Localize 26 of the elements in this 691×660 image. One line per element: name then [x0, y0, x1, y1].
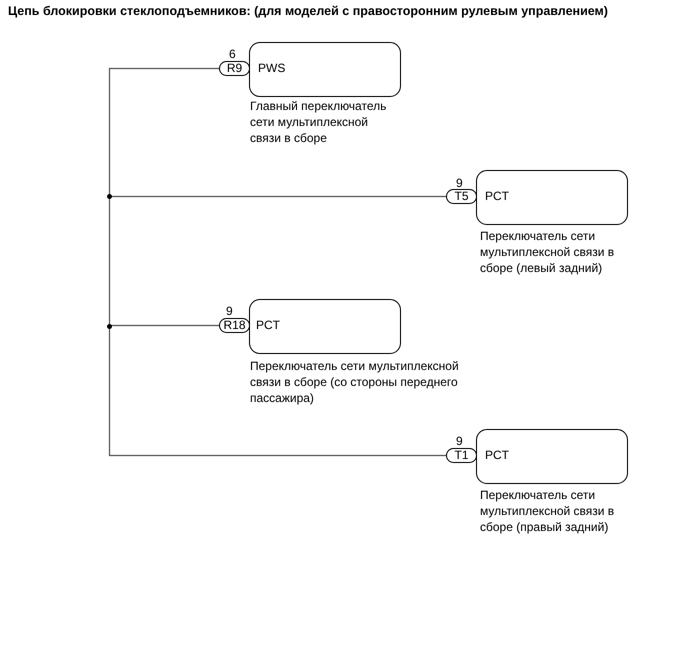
pin-number: 9	[456, 175, 464, 191]
component-box	[476, 429, 628, 484]
component-description: Переключатель сети мультиплексной связи в сборе (со стороны переднего пассажира)	[250, 358, 460, 406]
wire	[108, 326, 446, 456]
junction-dot	[106, 194, 112, 198]
connector-pill: R9	[219, 61, 250, 76]
connector-pill: R18	[219, 318, 250, 333]
junction-dot	[106, 324, 112, 328]
pin-number: 6	[229, 46, 237, 62]
connector-pill: T5	[446, 189, 477, 204]
component-code: PCT	[485, 448, 509, 462]
diagram-title: Цепь блокировки стеклоподъемников: (для моделей с правосторонним рулевым управлением)	[8, 4, 608, 18]
wire	[108, 68, 219, 196]
component-box	[249, 42, 401, 97]
component-description: Переключатель сети мультиплексной связи в сборе (левый задний)	[480, 228, 616, 276]
connector-pill: T1	[446, 448, 477, 463]
component-box	[249, 299, 401, 354]
component-description: Главный переключатель сети мультиплексной связи в сборе	[250, 98, 388, 146]
component-box	[476, 170, 628, 225]
pin-number: 9	[456, 433, 464, 449]
component-description: Переключатель сети мультиплексной связи в сборе (правый задний)	[480, 487, 616, 535]
component-code: PCT	[485, 189, 509, 203]
wire	[108, 196, 110, 327]
pin-number: 9	[226, 303, 234, 319]
component-code: PCT	[256, 318, 280, 332]
component-code: PWS	[258, 61, 286, 75]
